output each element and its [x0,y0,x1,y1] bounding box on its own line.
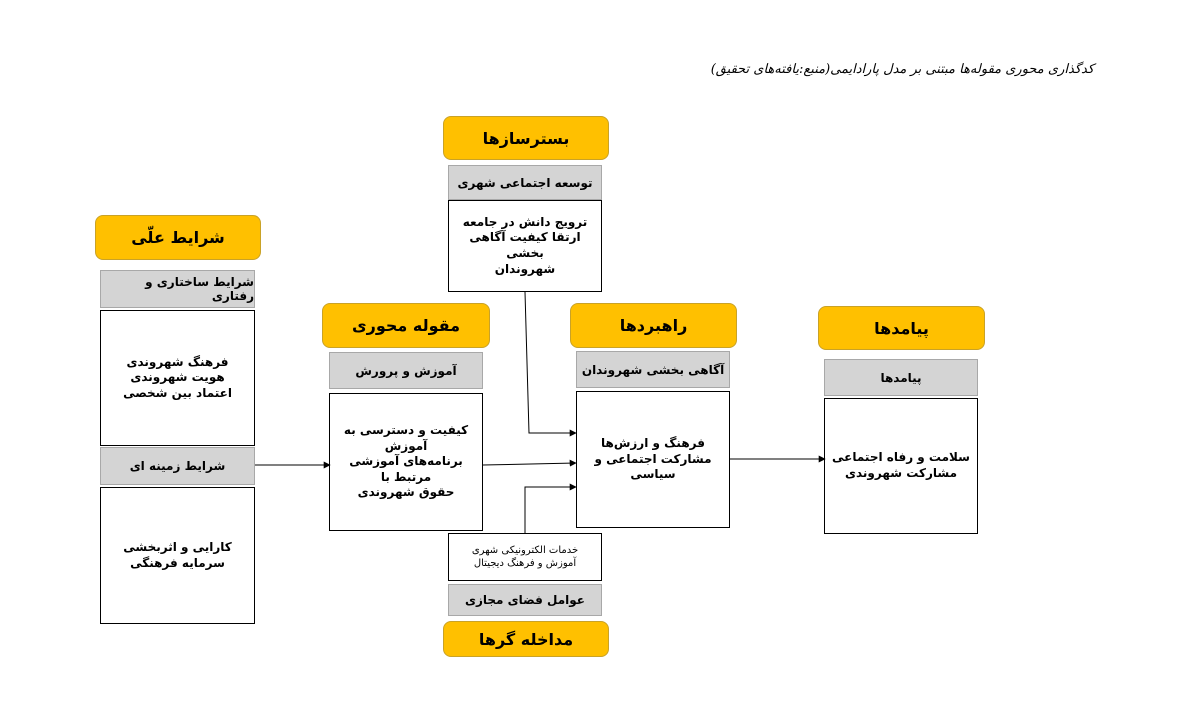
intervening-item: خدمات الکترونیکی شهری [471,545,579,556]
intervening-header: مداخله گرها [443,621,609,657]
outcomes-item: مشارکت شهروندی [845,466,957,480]
intervening-item: آموزش و فرهنگ دیجیتال [473,558,577,569]
causal-structural-box: فرهنگ شهروندی هویت شهروندی اعتماد بین شخ… [100,310,255,446]
outcomes-item: سلامت و رفاه اجتماعی [832,450,970,465]
enablers-subheader: توسعه اجتماعی شهری [448,165,602,200]
contextual-item: کارایی و اثربخشی [123,539,232,554]
intervening-subheader: عوامل فضای مجازی [448,584,602,616]
outcomes-header: پیامدها [818,306,985,350]
arrow-enablers-to-strategies [524,291,577,437]
core-item: حقوق شهروندی [357,485,455,500]
contextual-conditions-box: کارایی و اثربخشی سرمایه فرهنگی [100,487,255,624]
enablers-box: ترویج دانش در جامعه ارتقا کیفیت آگاهی بخ… [448,200,602,292]
core-item: برنامه‌های آموزشی مرتبط با [349,454,463,484]
causal-structural-subheader: شرایط ساختاری و رفتاری [100,270,255,308]
enablers-item: ترویج دانش در جامعه [462,214,588,229]
outcomes-subheader: پیامدها [824,359,978,396]
enablers-item: ارتقا کیفیت آگاهی بخشی [469,230,581,260]
contextual-item: سرمایه فرهنگی [130,555,225,570]
causal-item: اعتماد بین شخصی [123,385,232,400]
strategies-header: راهبردها [570,303,737,348]
causal-conditions-header: شرایط علّی [95,215,261,260]
enablers-item: شهروندان [494,261,556,276]
strategies-item: مشارکت اجتماعی و سیاسی [594,451,712,482]
core-item: آموزش [384,438,428,453]
causal-item: فرهنگ شهروندی [126,354,229,369]
strategies-box: فرهنگ و ارزش‌ها مشارکت اجتماعی و سیاسی [576,391,730,528]
arrow-intervening-to-strategies [524,483,577,533]
core-category-box: کیفیت و دسترسی به آموزش برنامه‌های آموزش… [329,393,483,531]
strategies-item: فرهنگ و ارزش‌ها [601,436,705,451]
arrow-core-to-strategies [482,459,577,467]
causal-item: هویت شهروندی [130,370,225,385]
contextual-conditions-subheader: شرایط زمینه ای [100,447,255,485]
enablers-header: بسترسازها [443,116,609,160]
core-category-header: مقوله محوری [322,303,490,348]
core-item: کیفیت و دسترسی به [343,423,469,438]
core-category-subheader: آموزش و پرورش [329,352,483,389]
strategies-subheader: آگاهی بخشی شهروندان [576,351,730,388]
intervening-box: خدمات الکترونیکی شهری آموزش و فرهنگ دیجی… [448,533,602,581]
outcomes-box: سلامت و رفاه اجتماعی مشارکت شهروندی [824,398,978,534]
diagram-caption: کدگذاری محوری مقوله‌ها مبتنی بر مدل پارا… [710,62,1094,77]
